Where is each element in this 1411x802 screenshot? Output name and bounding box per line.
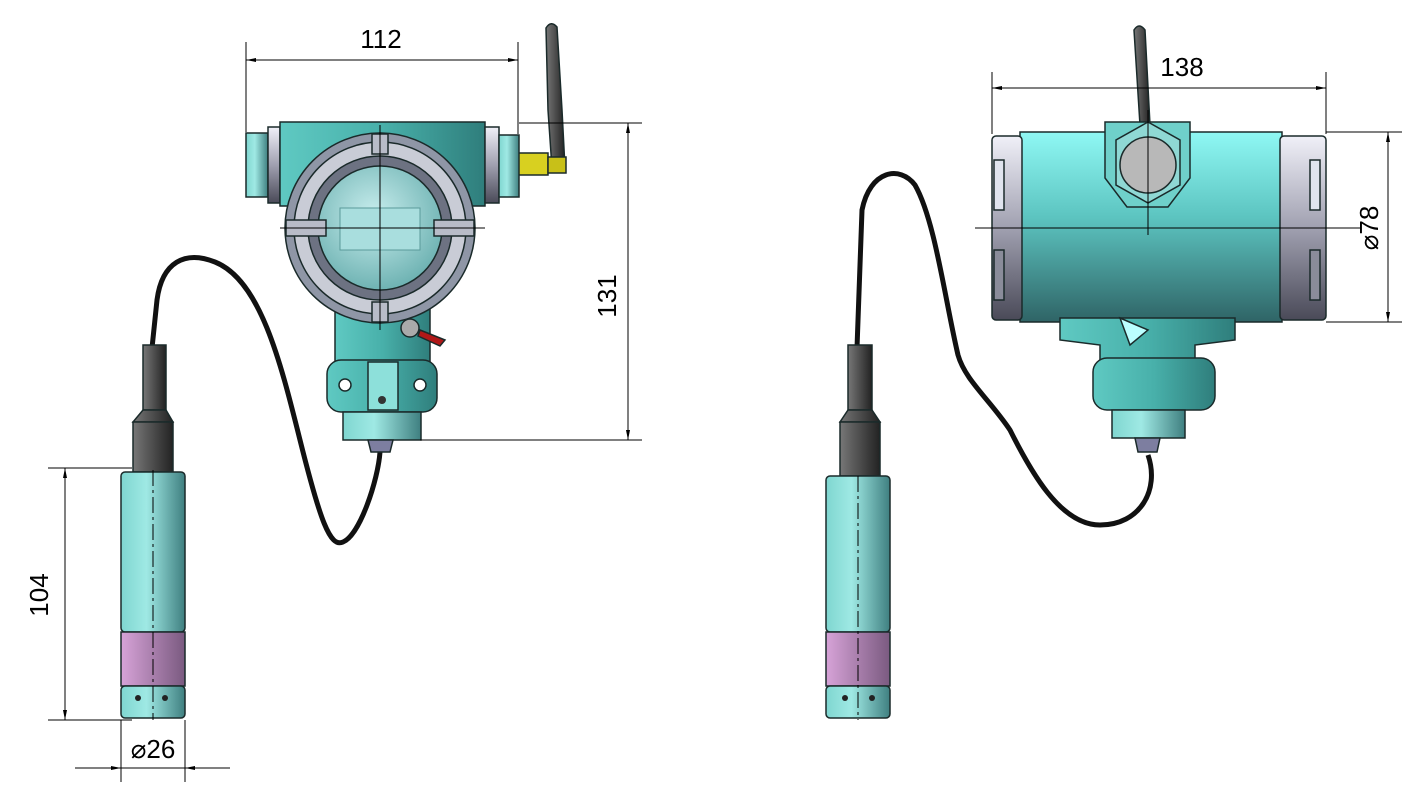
housing-left-cap <box>245 132 269 198</box>
dimension-138: 138 <box>991 52 1327 134</box>
dimension-dia-26: ⌀26 <box>75 720 230 782</box>
side-antenna-icon <box>1133 25 1151 126</box>
dimension-104: 104 <box>24 467 132 721</box>
svg-text:112: 112 <box>360 24 401 54</box>
svg-text:⌀26: ⌀26 <box>131 734 176 764</box>
antenna-connector <box>517 152 549 176</box>
dimension-112: 112 <box>245 24 519 134</box>
svg-text:104: 104 <box>24 573 54 616</box>
side-probe <box>825 344 891 720</box>
side-lower-block <box>1092 357 1216 411</box>
housing-right-cap <box>498 134 520 198</box>
dimension-131: 131 <box>420 122 642 441</box>
front-probe <box>120 344 186 720</box>
dimension-dia-78: ⌀78 <box>1326 131 1402 323</box>
antenna-icon <box>545 23 566 169</box>
svg-text:131: 131 <box>592 274 622 317</box>
side-cable <box>854 171 1154 528</box>
side-view: 138 ⌀78 <box>825 25 1402 720</box>
svg-text:138: 138 <box>1160 52 1203 82</box>
front-view: 112 131 104 ⌀26 <box>24 23 642 782</box>
svg-text:⌀78: ⌀78 <box>1354 206 1384 251</box>
front-cable <box>149 255 383 546</box>
